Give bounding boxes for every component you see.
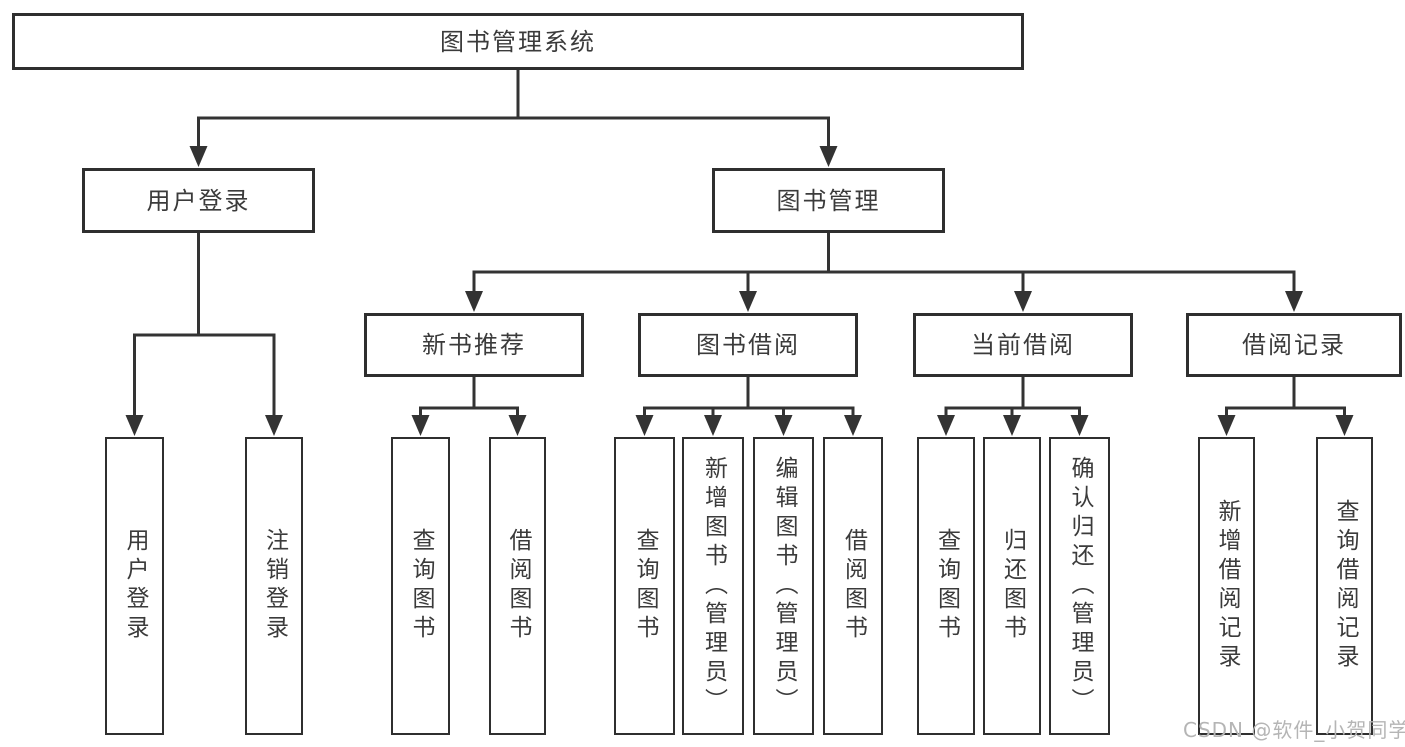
node-user-login-branch: 用户登录 — [82, 168, 315, 233]
node-library-system: 图书管理系统 — [12, 13, 1024, 70]
node-label: 注销登录 — [261, 528, 288, 644]
node-label: 借阅记录 — [1242, 331, 1346, 359]
node-logout-leaf: 注销登录 — [245, 437, 303, 735]
node-label: 查询图书 — [408, 528, 434, 644]
node-current-return-books: 归还图书 — [983, 437, 1041, 735]
arrowhead-icon — [265, 415, 283, 436]
arrowhead-icon — [819, 146, 838, 167]
node-label: 查询图书 — [933, 528, 960, 644]
node-label: 确认归还（管理员） — [1067, 455, 1093, 717]
arrowhead-icon — [125, 415, 144, 436]
arrowhead-icon — [937, 415, 955, 436]
node-label: 图书管理系统 — [440, 27, 596, 56]
node-label: 新增借阅记录 — [1214, 499, 1240, 673]
node-label: 编辑图书（管理员） — [771, 455, 797, 717]
node-borrow-edit-books-admin: 编辑图书（管理员） — [753, 437, 814, 735]
node-label: 用户登录 — [146, 186, 251, 215]
arrowhead-icon — [411, 415, 430, 436]
arrowhead-icon — [704, 415, 722, 436]
node-borrow-borrow-books: 借阅图书 — [823, 437, 883, 735]
node-borrowing-records: 借阅记录 — [1186, 313, 1402, 377]
arrowhead-icon — [1070, 415, 1089, 436]
node-label: 借阅图书 — [840, 528, 867, 644]
arrowhead-icon — [1003, 415, 1021, 436]
node-current-query-books: 查询图书 — [917, 437, 975, 735]
node-user-login-leaf: 用户登录 — [105, 437, 164, 735]
node-current-borrowing: 当前借阅 — [913, 313, 1133, 377]
node-new-book-recommend: 新书推荐 — [364, 313, 584, 377]
arrowhead-icon — [189, 146, 208, 167]
arrowhead-icon — [739, 291, 757, 312]
node-label: 查询借阅记录 — [1332, 499, 1358, 673]
arrowhead-icon — [635, 415, 654, 436]
arrowhead-icon — [1335, 415, 1354, 436]
node-records-add-record: 新增借阅记录 — [1198, 437, 1255, 735]
arrowhead-icon — [1217, 415, 1236, 436]
node-label: 归还图书 — [999, 528, 1026, 644]
node-label: 借阅图书 — [505, 528, 531, 644]
node-label: 图书借阅 — [696, 331, 800, 359]
node-borrow-query-books: 查询图书 — [614, 437, 675, 735]
watermark: CSDN @软件_小贺同学 — [1183, 718, 1405, 742]
node-book-borrowing: 图书借阅 — [638, 313, 858, 377]
arrowhead-icon — [844, 415, 862, 436]
node-records-query-record: 查询借阅记录 — [1316, 437, 1373, 735]
arrowhead-icon — [1285, 291, 1303, 312]
node-current-confirm-return-admin: 确认归还（管理员） — [1049, 437, 1110, 735]
arrowhead-icon — [508, 415, 527, 436]
node-newrec-query-books: 查询图书 — [391, 437, 450, 735]
node-label: 当前借阅 — [971, 331, 1075, 359]
node-label: 用户登录 — [122, 528, 148, 644]
node-label: 新书推荐 — [422, 331, 526, 359]
node-label: 查询图书 — [632, 528, 658, 644]
node-book-management: 图书管理 — [712, 168, 945, 233]
node-borrow-add-books-admin: 新增图书（管理员） — [682, 437, 744, 735]
node-label: 图书管理 — [776, 186, 881, 215]
node-newrec-borrow-books: 借阅图书 — [489, 437, 546, 735]
arrowhead-icon — [465, 291, 483, 312]
arrowhead-icon — [1014, 291, 1032, 312]
arrowhead-icon — [774, 415, 793, 436]
node-label: 新增图书（管理员） — [700, 455, 727, 717]
